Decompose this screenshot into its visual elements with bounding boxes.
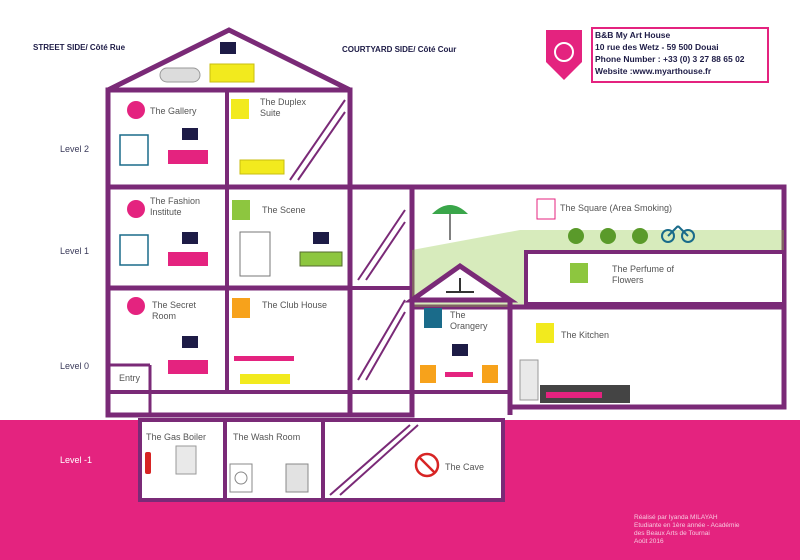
room-orangery: The Orangery bbox=[450, 310, 488, 331]
courtyard-side-label: COURTYARD SIDE/ Côté Cour bbox=[342, 45, 457, 54]
info-address: 10 rue des Wetz - 59 500 Douai bbox=[595, 42, 719, 52]
cave-frame bbox=[321, 418, 505, 502]
room-duplex: The Duplex Suite bbox=[260, 97, 307, 118]
tv-icon bbox=[182, 232, 198, 244]
attic-bed-icon bbox=[209, 63, 255, 83]
shower-icon bbox=[119, 234, 149, 266]
kitchen-table-icon bbox=[546, 392, 602, 398]
bush-icon bbox=[632, 228, 648, 244]
street-side-label: STREET SIDE/ Côté Rue bbox=[33, 43, 126, 52]
orangery-chair-icon bbox=[482, 365, 498, 383]
orangery-chair-icon bbox=[420, 365, 436, 383]
info-website[interactable]: Website :www.myarthouse.fr bbox=[595, 66, 712, 76]
bicycle-icon bbox=[661, 225, 695, 243]
secret-sofa-icon bbox=[168, 360, 208, 374]
clubhouse-table-icon bbox=[234, 356, 294, 361]
duplex-sofa-icon bbox=[239, 159, 285, 175]
fashion-bed-icon bbox=[168, 252, 208, 266]
gallery-bed-icon bbox=[168, 150, 208, 164]
washing-machine-icon bbox=[229, 463, 253, 493]
room-perfume: The Perfume of Flowers bbox=[612, 264, 675, 285]
info-name: B&B My Art House bbox=[595, 30, 671, 40]
tv-icon bbox=[313, 232, 329, 244]
room-gasboiler: The Gas Boiler bbox=[146, 432, 207, 442]
ceiling-fan-icon bbox=[446, 278, 474, 293]
info-phone: Phone Number : +33 (0) 3 27 88 65 02 bbox=[595, 54, 745, 64]
room-badge-icon bbox=[127, 200, 145, 218]
room-entry: Entry bbox=[119, 373, 141, 383]
level-minus-1-label: Level -1 bbox=[60, 455, 93, 465]
attic-tv-icon bbox=[220, 42, 236, 54]
dryer-icon bbox=[285, 463, 309, 493]
wardrobe-icon bbox=[239, 231, 271, 277]
bathtub-icon bbox=[159, 67, 201, 83]
bush-icon bbox=[600, 228, 616, 244]
shower-icon bbox=[119, 134, 149, 166]
room-secret: The Secret Room bbox=[152, 300, 197, 321]
tv-icon bbox=[182, 336, 198, 348]
bush-icon bbox=[568, 228, 584, 244]
boiler-icon bbox=[175, 445, 197, 475]
room-square: The Square (Area Smoking) bbox=[560, 203, 673, 213]
scene-bed-icon bbox=[299, 251, 343, 267]
room-badge-icon bbox=[570, 263, 588, 283]
room-badge-icon bbox=[536, 198, 556, 220]
room-cave: The Cave bbox=[445, 462, 485, 472]
clubhouse-mat bbox=[240, 374, 290, 384]
stair-tower bbox=[347, 184, 415, 418]
tower-stairs bbox=[357, 209, 406, 381]
logo-palette-icon bbox=[546, 30, 582, 80]
kitchen-frame bbox=[507, 304, 787, 410]
room-clubhouse: The Club House bbox=[262, 300, 328, 310]
orangery-table-icon bbox=[445, 372, 473, 377]
room-badge-icon bbox=[232, 200, 250, 220]
level-0-label: Level 0 bbox=[60, 361, 90, 371]
room-scene: The Scene bbox=[262, 205, 306, 215]
credit-line-4: Août 2016 bbox=[634, 538, 664, 545]
room-badge-icon bbox=[232, 298, 250, 318]
room-badge-icon bbox=[536, 323, 554, 343]
no-smoking-icon bbox=[414, 452, 440, 478]
credit-line-2: Etudiante en 1ère année - Académie bbox=[634, 522, 740, 529]
room-badge-icon bbox=[127, 101, 145, 119]
room-badge-icon bbox=[231, 99, 249, 119]
parasol-icon bbox=[432, 205, 468, 214]
basement-stairs bbox=[329, 424, 419, 496]
room-fashion: The Fashion Institute bbox=[150, 196, 201, 217]
room-gallery: The Gallery bbox=[150, 106, 197, 116]
level-1-label: Level 1 bbox=[60, 246, 90, 256]
tv-icon bbox=[452, 344, 468, 356]
tv-icon bbox=[182, 128, 198, 140]
room-badge-icon bbox=[424, 308, 442, 328]
credit-line-3: des Beaux Arts de Tournai bbox=[634, 530, 710, 537]
room-washroom: The Wash Room bbox=[233, 432, 301, 442]
level-2-label: Level 2 bbox=[60, 144, 90, 154]
fridge-icon bbox=[519, 359, 539, 401]
credit-line-1: Réalisé par Iyanda MILAYAH bbox=[634, 514, 718, 521]
fire-extinguisher-icon bbox=[145, 452, 151, 474]
room-kitchen: The Kitchen bbox=[561, 330, 610, 340]
info-box bbox=[591, 27, 769, 83]
perfume-room-frame bbox=[524, 250, 786, 306]
room-badge-icon bbox=[127, 297, 145, 315]
duplex-stairs bbox=[289, 99, 346, 181]
